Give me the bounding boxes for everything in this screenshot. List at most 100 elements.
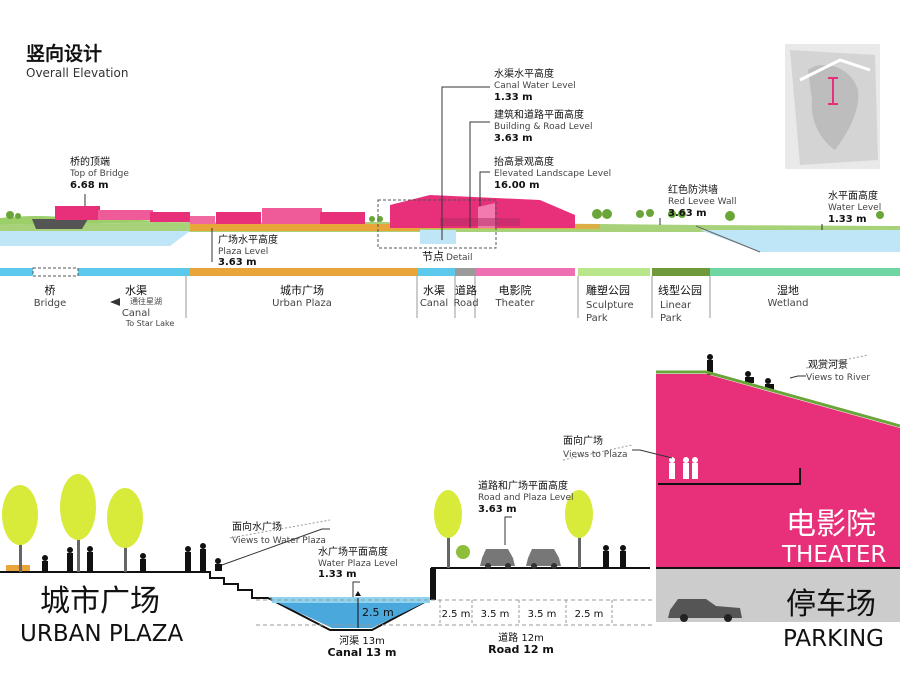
title-cn: 竖向设计 (26, 42, 102, 65)
tree-5 (565, 490, 593, 568)
label-top-of-bridge-en: Top of Bridge (69, 169, 129, 179)
zone-urban-plaza-en: Urban Plaza (272, 298, 332, 309)
label-water-level-en: Water Level (828, 203, 881, 213)
theater-building (656, 370, 900, 622)
zone-canal-cn: 水渠 (125, 284, 147, 297)
canal-width-en: Canal 13 m (328, 646, 397, 659)
water-plaza-level-cn: 水广场平面高度 (318, 545, 388, 558)
section-drawing (0, 565, 652, 631)
person-icon-8 (603, 545, 609, 567)
theater-people (669, 457, 698, 479)
zone-bridge-cn: 桥 (45, 284, 56, 297)
zone-wetland-cn: 湿地 (777, 284, 799, 297)
tree-3 (107, 488, 143, 572)
label-elevated-landscape-en: Elevated Landscape Level (494, 169, 611, 179)
water-plaza-level-en: Water Plaza Level (318, 559, 398, 569)
label-red-levee-cn: 红色防洪墙 (668, 183, 718, 196)
theater-en: THEATER (781, 542, 886, 568)
zone-bridge-en: Bridge (34, 298, 67, 309)
section-leaders (221, 375, 806, 597)
road-plaza-level-cn: 道路和广场平面高度 (478, 479, 568, 492)
label-building-road-en: Building & Road Level (494, 122, 592, 132)
label-building-road-value: 3.63 m (494, 133, 533, 144)
parking-car-icon (668, 599, 742, 622)
zone-linear-park-cn: 线型公园 (658, 283, 702, 297)
zone-road-en: Road (453, 298, 478, 309)
person-icon-7 (215, 558, 222, 571)
tree-2 (60, 474, 96, 572)
person-icon-11 (745, 371, 754, 383)
label-water-level-value: 1.33 m (828, 214, 867, 225)
person-icon-1 (42, 555, 48, 571)
person-icon-10 (707, 354, 713, 375)
person-icon-3 (87, 546, 93, 571)
views-river-en: Views to River (806, 373, 870, 383)
label-red-levee-value: 3.63 m (668, 208, 707, 219)
zone-wetland-en: Wetland (768, 298, 809, 309)
person-icon-6 (200, 543, 206, 571)
views-plaza-en: Views to Plaza (563, 450, 628, 460)
road-plaza-level-value: 3.63 m (478, 504, 517, 515)
parking-cn: 停车场 (786, 587, 876, 622)
views-river-cn: 观赏河景 (808, 359, 848, 371)
label-top-of-bridge-value: 6.68 m (70, 180, 109, 191)
label-plaza-level-cn: 广场水平高度 (218, 233, 278, 246)
label-elevated-landscape-value: 16.00 m (494, 180, 540, 191)
zone-canal2-en: Canal (420, 298, 448, 309)
zone-urban-plaza-cn: 城市广场 (280, 283, 324, 297)
cars (480, 549, 561, 569)
zone-sculpture-park-en-line: Sculpture (586, 300, 634, 311)
zone-canal-sub-cn: 通往星湖 (130, 296, 162, 306)
label-canal-water-value: 1.33 m (494, 92, 533, 103)
lane-4: 2.5 m (575, 609, 604, 620)
road-width-en: Road 12 m (488, 643, 554, 656)
canal-depth: 2.5 m (362, 606, 394, 619)
zone-sculpture-park-cn: 雕塑公园 (586, 283, 630, 297)
person-icon-12 (765, 378, 774, 390)
zone-canal-sub-en: To Star Lake (125, 319, 175, 328)
label-top-of-bridge-cn: 桥的顶端 (70, 155, 110, 168)
arrow-left-icon (110, 298, 120, 306)
zone-road-cn: 道路 (455, 283, 477, 297)
theater-cn: 电影院 (786, 507, 876, 542)
leader-lines (84, 86, 823, 262)
key-map (785, 44, 880, 169)
urban-plaza-cn: 城市广场 (40, 584, 160, 619)
zone-theater-cn: 电影院 (499, 283, 532, 297)
label-plaza-level-en: Plaza Level (218, 247, 268, 257)
label-plaza-level-value: 3.63 m (218, 257, 257, 268)
views-plaza-cn: 面向广场 (563, 434, 603, 447)
label-elevated-landscape-cn: 抬高景观高度 (494, 155, 554, 168)
label-building-road-cn: 建筑和道路平面高度 (494, 108, 584, 121)
tree-4 (434, 490, 462, 568)
urban-plaza-en: URBAN PLAZA (20, 621, 184, 647)
elevation-strip (0, 195, 900, 318)
car-icon-1 (480, 549, 515, 569)
label-canal-water-cn: 水渠水平高度 (494, 67, 554, 80)
tree-1 (2, 485, 38, 572)
water-plaza-level-value: 1.33 m (318, 569, 357, 580)
label-red-levee-en: Red Levee Wall (668, 197, 736, 207)
title-en: Overall Elevation (26, 66, 128, 80)
label-canal-water-en: Canal Water Level (494, 81, 576, 91)
lane-3: 3.5 m (528, 609, 557, 620)
road-plaza-level-en: Road and Plaza Level (478, 493, 574, 503)
person-icon-2 (67, 547, 73, 571)
lane-1: 2.5 m (442, 609, 471, 620)
views-water-plaza-en: Views to Water Plaza (232, 536, 326, 546)
lane-2: 3.5 m (481, 609, 510, 620)
car-icon-2 (526, 549, 561, 569)
trees (2, 474, 593, 572)
canal-width-cn: 河渠 13m (339, 635, 385, 647)
parking-en: PARKING (783, 626, 884, 652)
zone-canal-en: Canal (122, 308, 150, 319)
zone-canal2-cn: 水渠 (423, 284, 445, 297)
person-icon-4 (140, 553, 146, 571)
person-icon-9 (620, 545, 626, 567)
person-icon-5 (185, 546, 191, 571)
detail-box (377, 199, 497, 249)
